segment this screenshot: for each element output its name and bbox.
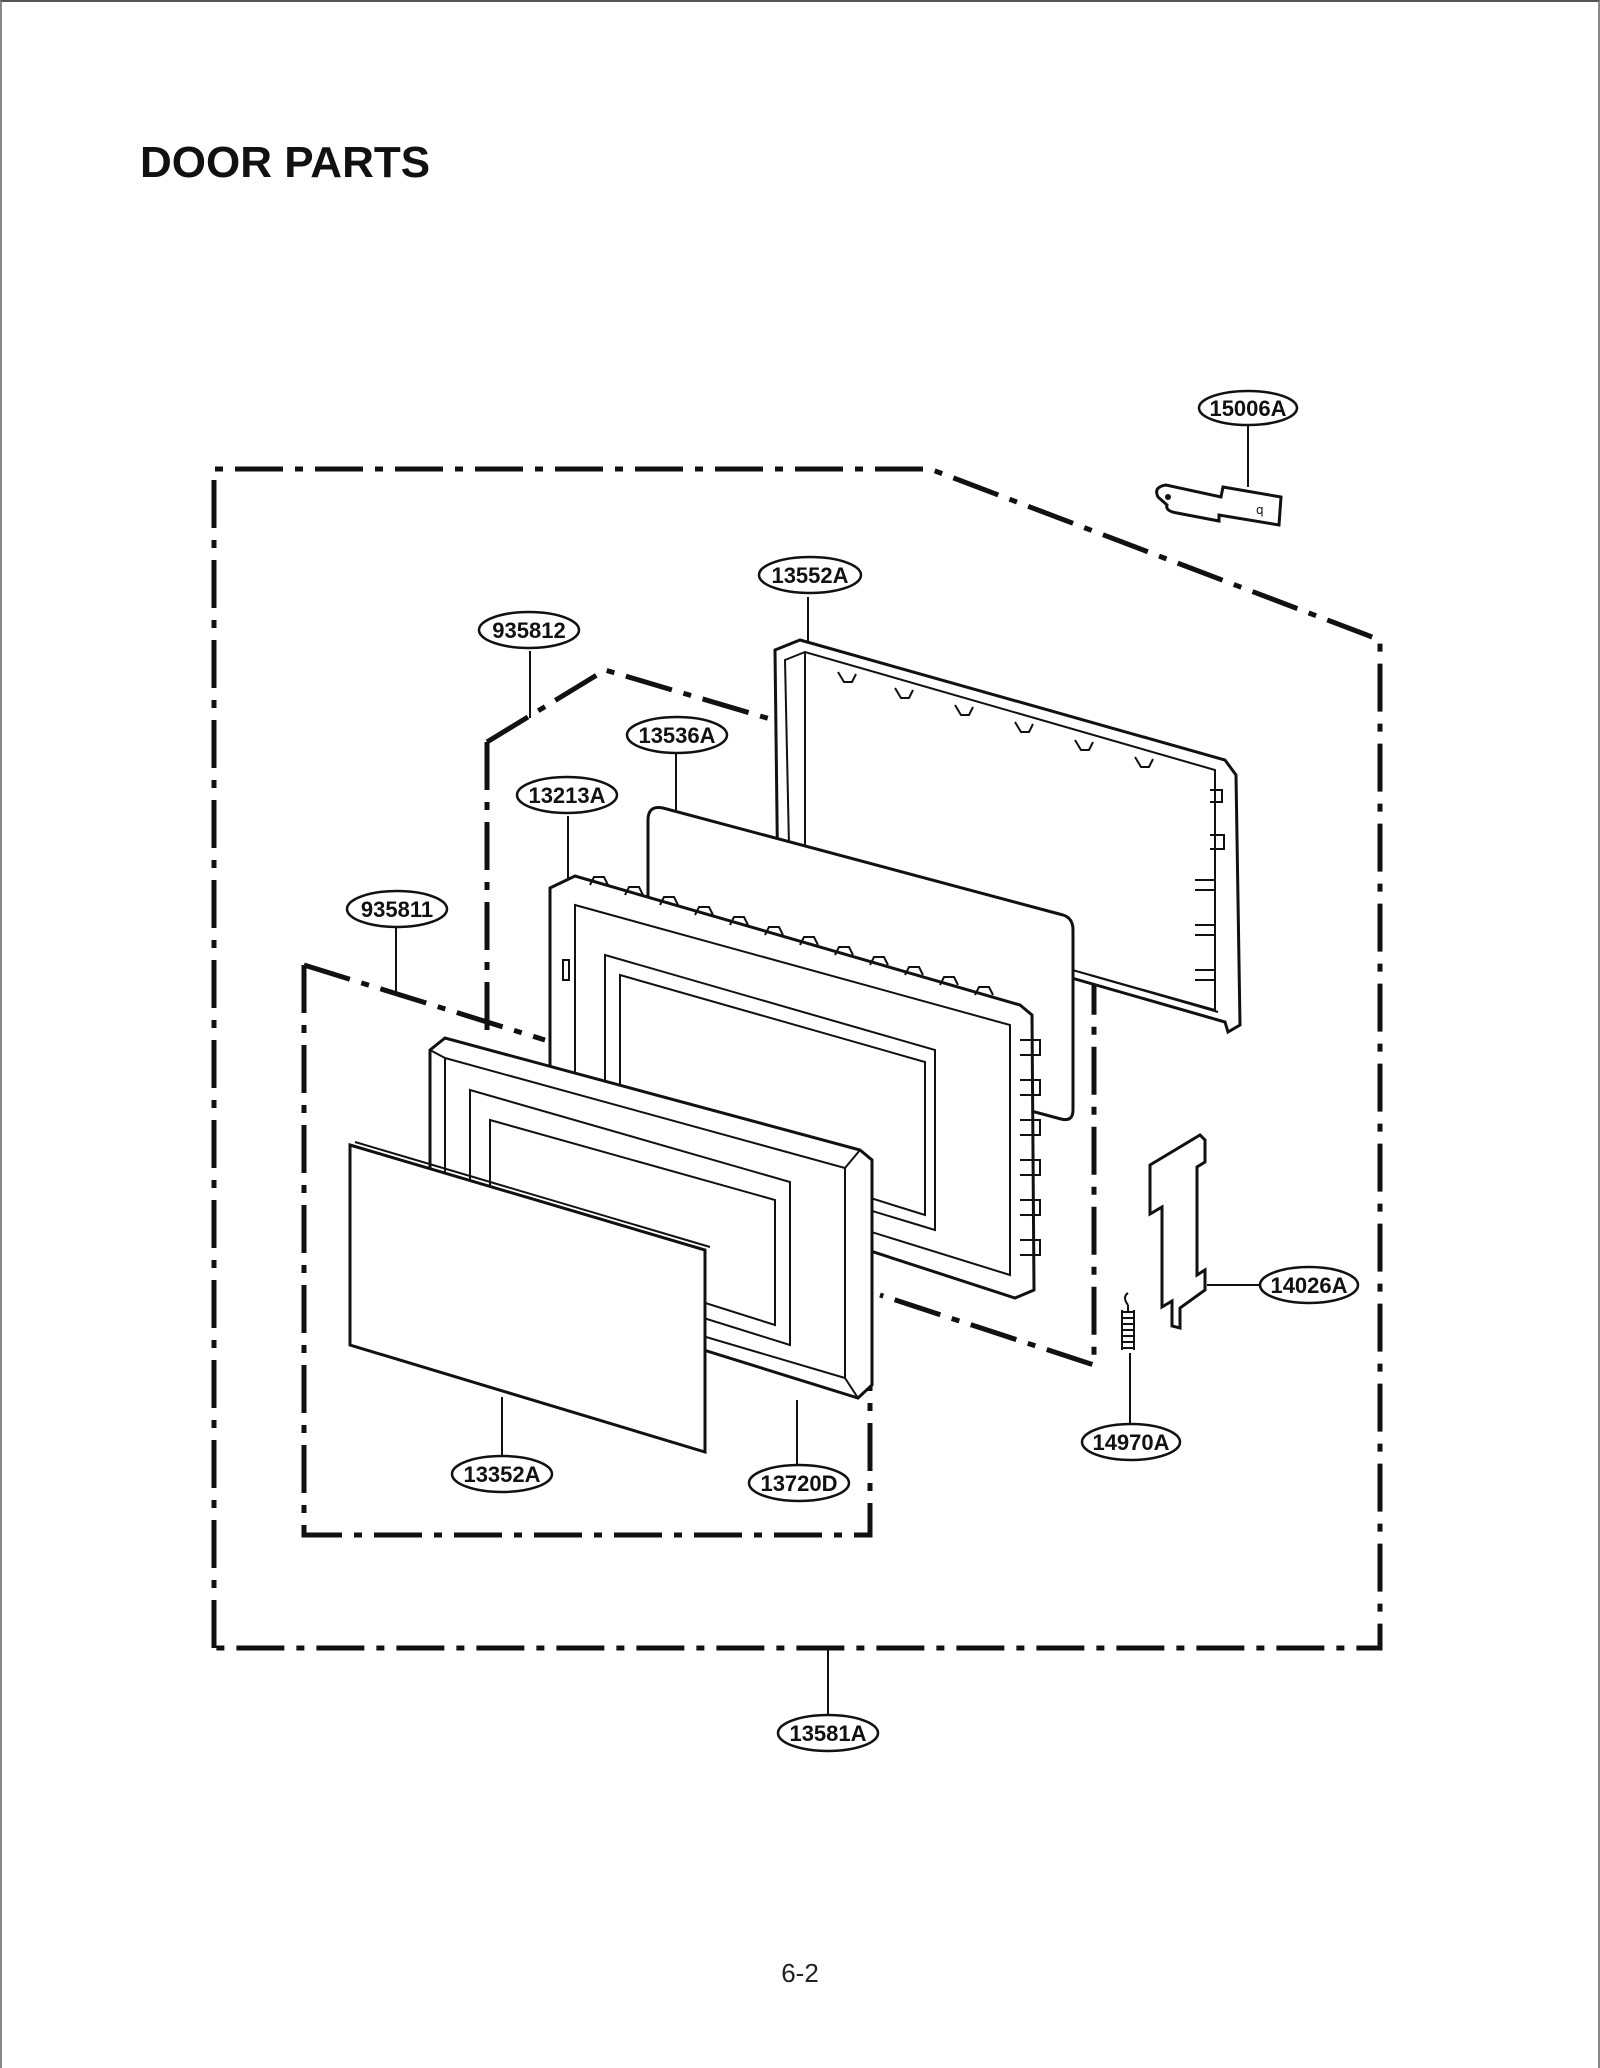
callout-label: 13213A [528, 783, 605, 808]
callout-label: 14026A [1270, 1273, 1347, 1298]
callout-label: 13720D [760, 1471, 837, 1496]
callout-13213A: 13213A [515, 775, 619, 815]
callout-13352A: 13352A [450, 1454, 554, 1494]
callout-15006A: 15006A [1197, 389, 1299, 427]
callout-14026A: 14026A [1258, 1265, 1360, 1305]
lever-part: q [1155, 483, 1283, 527]
callout-13581A: 13581A [776, 1713, 880, 1753]
page-number: 6-2 [781, 1958, 819, 1988]
callout-13720D: 13720D [747, 1463, 851, 1503]
leader-lines [395, 425, 1262, 1715]
callout-label: 13536A [638, 723, 715, 748]
callout-14970A: 14970A [1080, 1422, 1182, 1462]
callout-935812: 935812 [477, 610, 581, 650]
front-assembly-boundary [301, 962, 873, 1538]
page-title: DOOR PARTS [140, 138, 431, 187]
callout-label: 13552A [771, 563, 848, 588]
callout-label: 13352A [463, 1462, 540, 1487]
front-panel-part [348, 1141, 711, 1455]
callout-935811: 935811 [345, 889, 449, 929]
callout-13536A: 13536A [625, 715, 729, 755]
svg-text:q: q [1256, 503, 1264, 517]
outer-assembly-boundary [211, 466, 1383, 1651]
callout-label: 15006A [1209, 396, 1286, 421]
latch-hook-part [1148, 1133, 1207, 1330]
spring-part [1121, 1292, 1135, 1350]
callout-13552A: 13552A [757, 555, 863, 595]
callout-label: 13581A [789, 1721, 866, 1746]
callout-label: 935812 [492, 618, 565, 643]
callout-label: 14970A [1092, 1430, 1169, 1455]
callout-label: 935811 [361, 897, 433, 922]
